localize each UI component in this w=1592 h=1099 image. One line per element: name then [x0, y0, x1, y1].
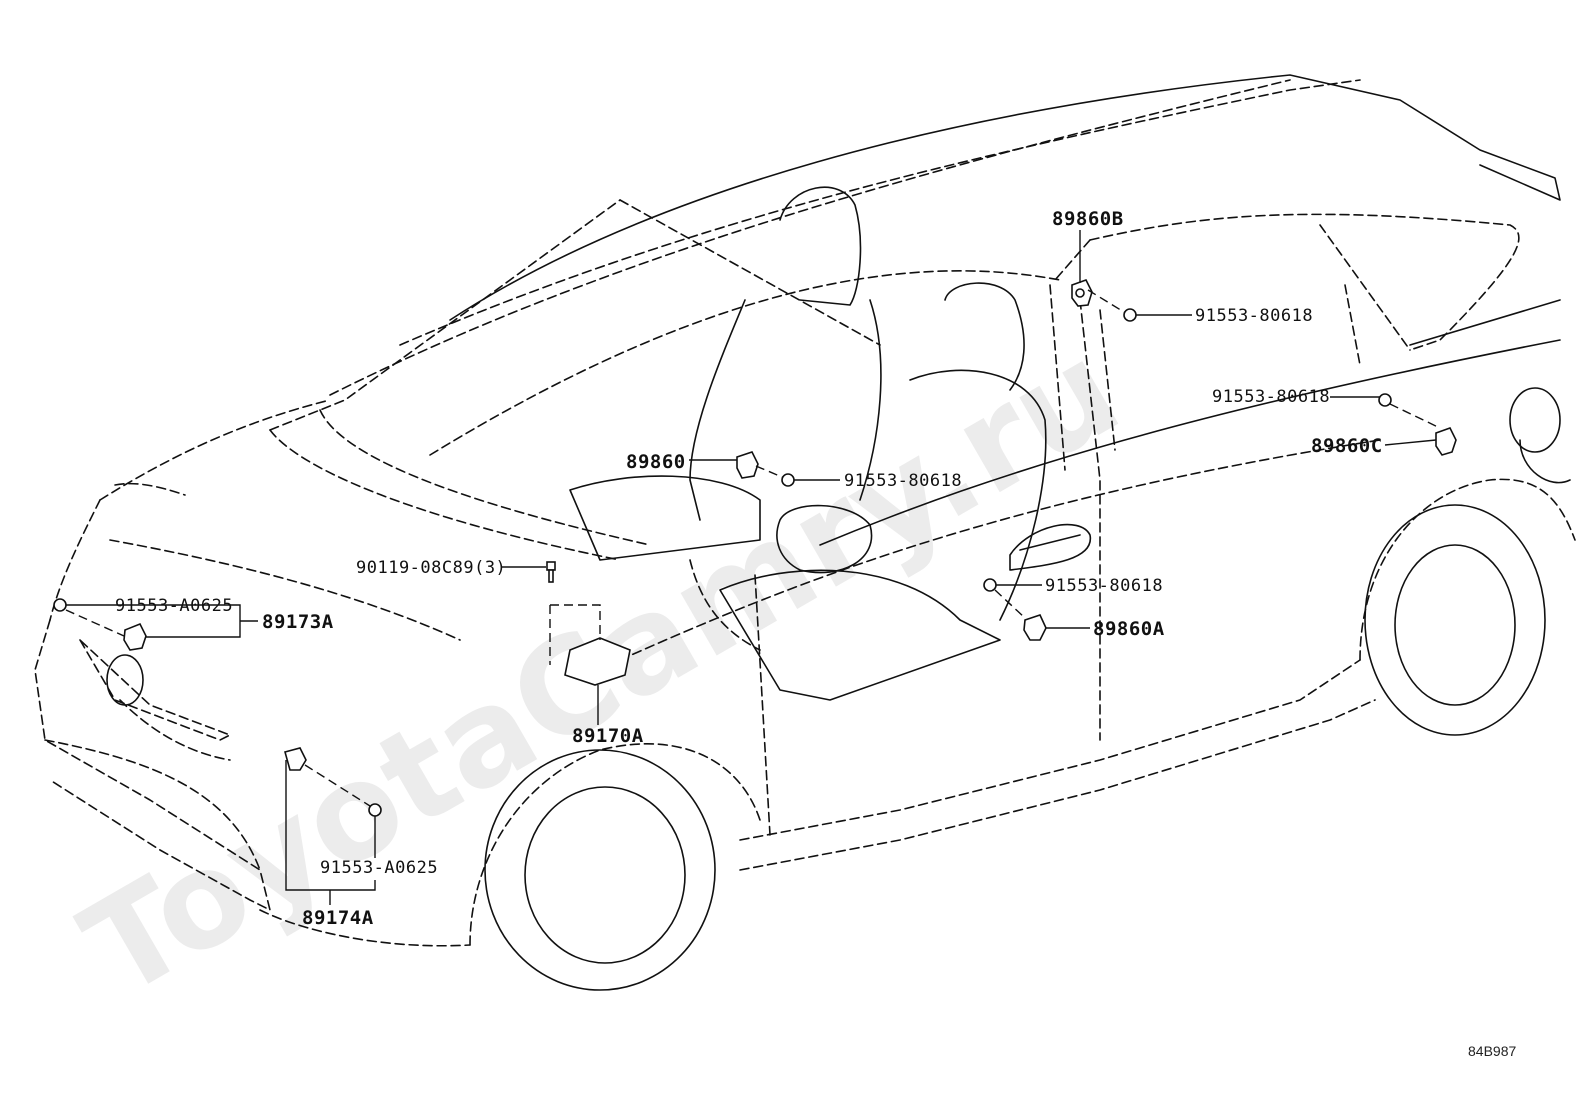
parts	[53, 279, 1457, 817]
bolt-90119-08C89	[546, 561, 556, 583]
label-90119-08C89: 90119-08C89(3)	[356, 558, 506, 578]
diagram-id: 84B987	[1468, 1043, 1516, 1059]
label-89860A: 89860A	[1093, 618, 1165, 640]
part-89860	[736, 451, 759, 479]
bolt-91553-80618-rear	[1378, 393, 1441, 429]
part-89170A	[549, 604, 631, 686]
label-91553-A0625-lower: 91553-A0625	[320, 858, 438, 878]
part-89173A	[53, 598, 147, 651]
part-89860C	[1435, 427, 1457, 456]
bolt-91553-80618-center	[755, 465, 795, 487]
part-89860B	[1071, 279, 1093, 307]
label-89860B: 89860B	[1052, 208, 1124, 230]
label-91553-80618-upper: 91553-80618	[1195, 306, 1313, 326]
leader-lines	[66, 230, 1437, 905]
callout-labels: 89860B 91553-80618 91553-80618 89860C 89…	[115, 208, 1383, 929]
part-89860A	[983, 578, 1047, 641]
label-91553-80618-door: 91553-80618	[1045, 576, 1163, 596]
part-89174A	[284, 747, 382, 817]
car-outline	[34, 74, 1576, 991]
label-89860: 89860	[626, 451, 686, 473]
label-91553-80618-center: 91553-80618	[844, 471, 962, 491]
label-91553-80618-rear: 91553-80618	[1212, 387, 1330, 407]
label-89174A: 89174A	[302, 907, 374, 929]
label-89170A: 89170A	[572, 725, 644, 747]
label-91553-A0625-front: 91553-A0625	[115, 596, 233, 616]
label-89860C: 89860C	[1311, 435, 1383, 457]
label-89173A: 89173A	[262, 611, 334, 633]
bolt-91553-80618-upper	[1087, 289, 1137, 322]
